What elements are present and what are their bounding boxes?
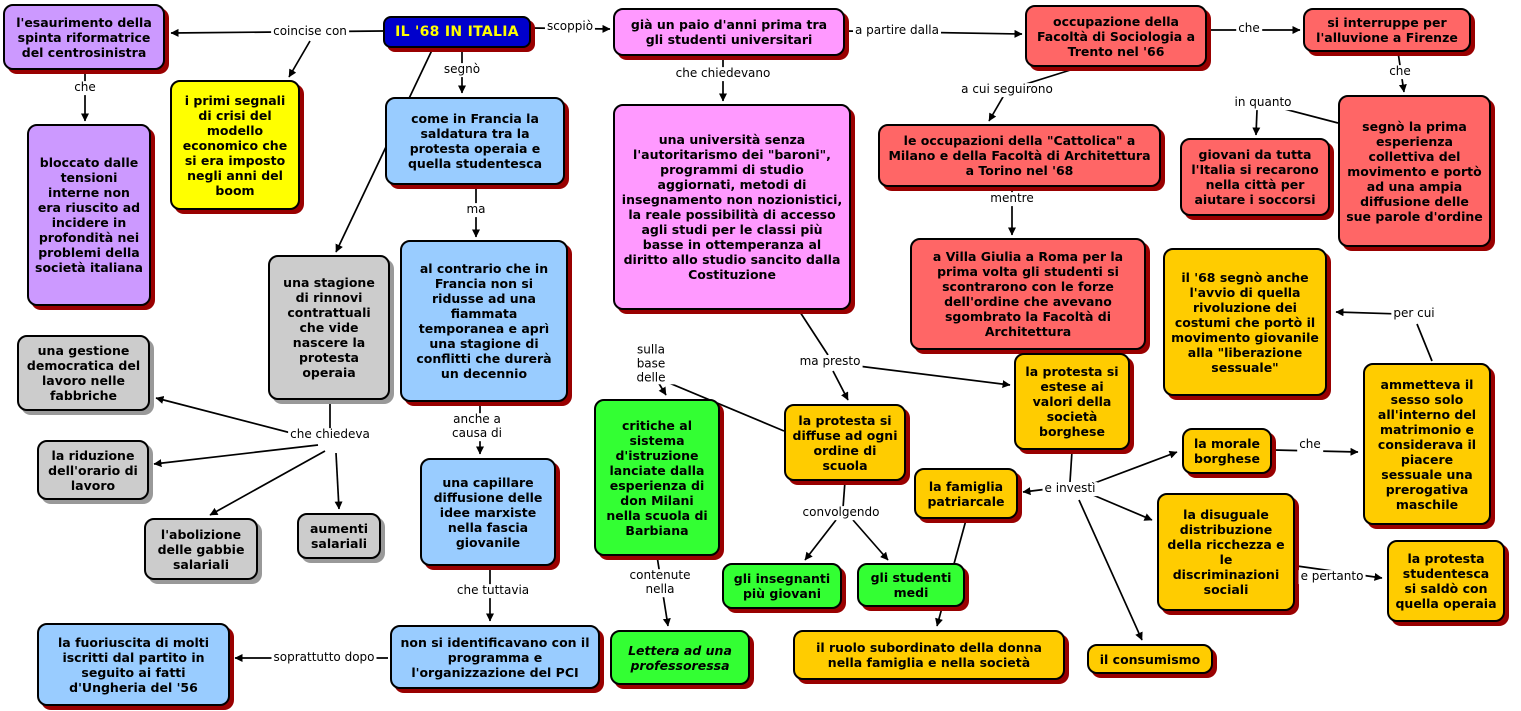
concept-node-giovani-soccorsi[interactable]: giovani da tutta l'Italia si recarono ne… bbox=[1180, 138, 1330, 216]
link-label-ma-presto: ma presto bbox=[797, 354, 863, 369]
concept-node-critiche-istruzione[interactable]: critiche al sistema d'istruzione lanciat… bbox=[594, 399, 720, 556]
concept-node-al-contrario[interactable]: al contrario che in Francia non si ridus… bbox=[400, 240, 568, 402]
concept-node-protesta-diffuse[interactable]: la protesta si diffuse ad ogni ordine di… bbox=[784, 404, 906, 481]
concept-node-gestione-democratica[interactable]: una gestione democratica del lavoro nell… bbox=[17, 335, 150, 411]
concept-node-riduzione-orario[interactable]: la riduzione dell'orario di lavoro bbox=[37, 440, 149, 500]
concept-node-villa-giulia[interactable]: a Villa Giulia a Roma per la prima volta… bbox=[910, 238, 1146, 350]
concept-node-come-in-francia[interactable]: come in Francia la saldatura tra la prot… bbox=[385, 97, 565, 185]
concept-node-stagione-rinnovi[interactable]: una stagione di rinnovi contrattuali che… bbox=[268, 255, 390, 400]
link-label-sulla-base-delle: sulla base delle bbox=[619, 342, 683, 385]
concept-node-morale-borghese[interactable]: la morale borghese bbox=[1182, 428, 1272, 474]
link-label-che-chiedeva: che chiedeva bbox=[288, 427, 372, 442]
concept-node-universita[interactable]: una università senza l'autoritarismo dei… bbox=[613, 104, 851, 310]
link-label-per-cui: per cui bbox=[1391, 306, 1437, 321]
link-label-anche-a-causa-di: anche a causa di bbox=[446, 412, 508, 441]
concept-node-insegnanti-giovani[interactable]: gli insegnanti più giovani bbox=[722, 563, 842, 609]
concept-node-rivoluzione-costumi[interactable]: il '68 segnò anche l'avvio di quella riv… bbox=[1163, 248, 1327, 396]
link-label-contenute-nella: contenute nella bbox=[626, 568, 694, 597]
link-label-a-cui-seguirono: a cui seguirono bbox=[959, 82, 1055, 97]
concept-node-fuoriuscita-pci[interactable]: la fuoriuscita di molti iscritti dal par… bbox=[37, 623, 230, 706]
link-label-coincise-con: coincise con bbox=[271, 24, 349, 39]
concept-node-studenti-medi[interactable]: gli studenti medi bbox=[857, 563, 965, 607]
concept-node-ruolo-donna[interactable]: il ruolo subordinato della donna nella f… bbox=[793, 630, 1065, 680]
link-label-che-2: che bbox=[1236, 21, 1262, 36]
concept-node-title[interactable]: IL '68 IN ITALIA bbox=[383, 16, 531, 48]
link-label-che-3: che bbox=[1387, 64, 1413, 79]
concept-node-esaurimento[interactable]: l'esaurimento della spinta riformatrice … bbox=[3, 4, 165, 70]
concept-node-protesta-saldo[interactable]: la protesta studentesca si saldò con que… bbox=[1387, 540, 1505, 622]
concept-node-segno-la-prima[interactable]: segnò la prima esperienza collettiva del… bbox=[1338, 95, 1491, 247]
link-label-che-4: che bbox=[1297, 437, 1323, 452]
link-label-che-chiedevano: che chiedevano bbox=[673, 66, 773, 81]
concept-node-bloccato[interactable]: bloccato dalle tensioni interne non era … bbox=[27, 124, 151, 306]
link-label-scoppio: scoppiò bbox=[544, 19, 596, 34]
link-label-segno: segnò bbox=[441, 62, 483, 77]
link-label-che-1: che bbox=[72, 80, 98, 95]
concept-node-disuguale-distribuzione[interactable]: la disuguale distribuzione della ricchez… bbox=[1157, 493, 1295, 611]
link-label-in-quanto: in quanto bbox=[1232, 95, 1294, 110]
concept-node-non-identificavano[interactable]: non si identificavano con il programma e… bbox=[390, 625, 600, 689]
concept-node-lettera-professoressa[interactable]: Lettera ad una professoressa bbox=[610, 630, 750, 685]
concept-node-famiglia-patriarcale[interactable]: la famiglia patriarcale bbox=[914, 468, 1018, 519]
concept-node-abolizione-gabbie[interactable]: l'abolizione delle gabbie salariali bbox=[144, 518, 258, 580]
link-label-e-pertanto: e pertanto bbox=[1298, 569, 1366, 584]
concept-node-protesta-estese[interactable]: la protesta si estese ai valori della so… bbox=[1014, 353, 1130, 450]
link-label-ma: ma bbox=[464, 202, 488, 217]
concept-node-occupazioni-cattolica[interactable]: le occupazioni della "Cattolica" a Milan… bbox=[878, 124, 1161, 187]
concept-node-occupazione-trento[interactable]: occupazione della Facoltà di Sociologia … bbox=[1025, 5, 1207, 67]
link-label-a-partire-dalla: a partire dalla bbox=[853, 23, 941, 38]
concept-node-si-interruppe[interactable]: si interruppe per l'alluvione a Firenze bbox=[1303, 8, 1471, 52]
link-label-e-investi: e investì bbox=[1042, 481, 1098, 496]
link-label-convolgendo: convolgendo bbox=[800, 505, 882, 520]
concept-node-ammetteva-sesso[interactable]: ammetteva il sesso solo all'interno del … bbox=[1363, 363, 1491, 525]
link-label-mentre: mentre bbox=[988, 191, 1036, 206]
link-label-soprattutto-dopo: soprattutto dopo bbox=[271, 650, 377, 665]
concept-node-primi-segnali[interactable]: i primi segnali di crisi del modello eco… bbox=[170, 80, 300, 210]
link-label-che-tuttavia: che tuttavia bbox=[454, 583, 532, 598]
concept-node-aumenti-salariali[interactable]: aumenti salariali bbox=[297, 513, 381, 559]
concept-node-gia-un-paio[interactable]: già un paio d'anni prima tra gli student… bbox=[613, 8, 845, 56]
concept-node-consumismo[interactable]: il consumismo bbox=[1087, 644, 1213, 674]
concept-node-capillare-diffusione[interactable]: una capillare diffusione delle idee marx… bbox=[420, 458, 556, 566]
